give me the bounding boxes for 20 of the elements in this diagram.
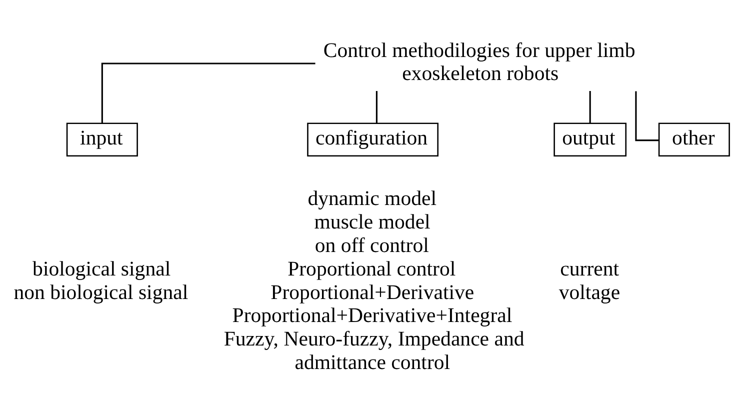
connector bbox=[589, 91, 591, 124]
node-box: other bbox=[658, 122, 730, 157]
node-label: non biological signal bbox=[14, 280, 188, 304]
node-label: dynamic model bbox=[308, 186, 437, 210]
node-text: Control methodilogies for upper limb exoskeleton robots bbox=[323, 38, 636, 86]
node-label: Proportional+Derivative bbox=[270, 280, 474, 304]
node-label: voltage bbox=[558, 280, 620, 304]
node-box: output bbox=[554, 122, 627, 157]
node-label: Proportional control bbox=[288, 256, 456, 280]
connector bbox=[376, 91, 378, 124]
node-label: on off control bbox=[314, 232, 429, 257]
connector bbox=[635, 91, 659, 142]
node-label: Fuzzy, Neuro-fuzzy, Impedance and admittance control bbox=[224, 326, 524, 374]
node-label: current bbox=[560, 256, 620, 280]
node-box: input bbox=[66, 122, 138, 157]
node-box: configuration bbox=[307, 122, 438, 157]
connector bbox=[101, 62, 316, 124]
node-label: Proportional+Derivative+Integral bbox=[232, 303, 512, 328]
node-label: biological signal bbox=[32, 256, 171, 280]
node-label: muscle model bbox=[314, 210, 430, 234]
